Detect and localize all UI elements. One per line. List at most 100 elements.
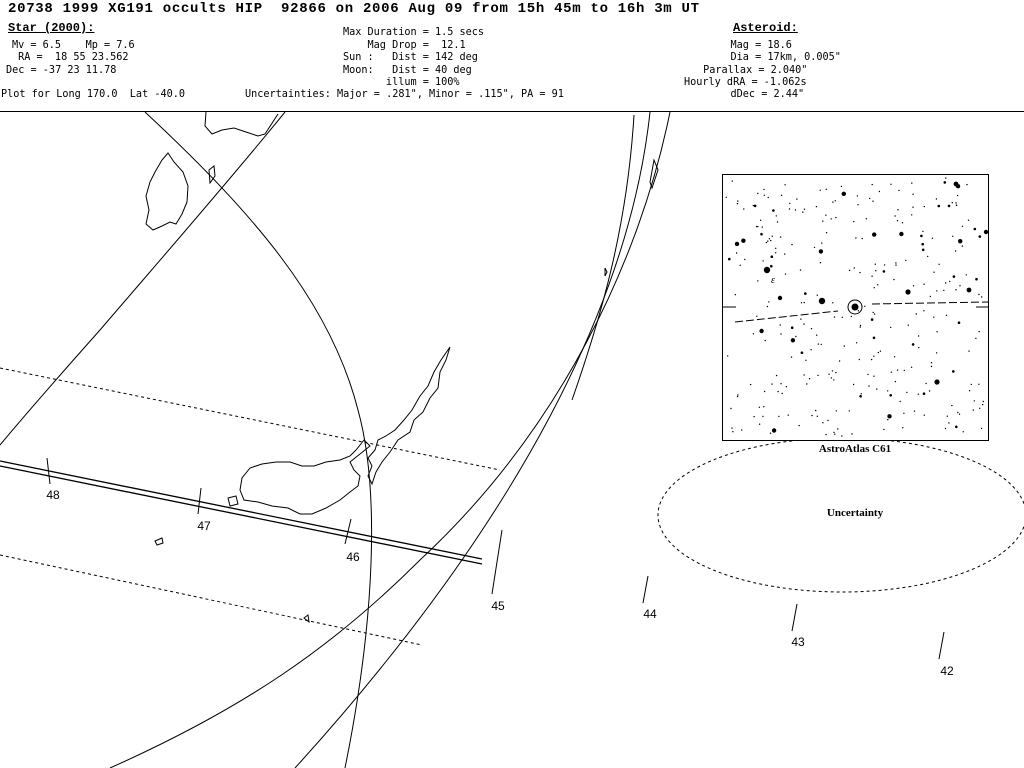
background-star (815, 206, 818, 208)
background-star (931, 237, 934, 239)
background-star (958, 413, 961, 415)
background-star (878, 190, 881, 193)
background-star (798, 424, 800, 427)
background-star (957, 411, 959, 414)
background-star (955, 425, 958, 429)
background-star (851, 433, 853, 435)
background-star (818, 249, 824, 254)
background-star (887, 390, 889, 392)
background-star (811, 414, 813, 417)
time-tick-label-47: 47 (197, 519, 211, 533)
background-star (859, 324, 862, 327)
background-star (954, 250, 957, 252)
mag-drop: Mag Drop = 12.1 (343, 40, 466, 51)
background-star (764, 339, 766, 342)
background-star (775, 247, 777, 249)
background-star (859, 395, 862, 398)
background-star (870, 318, 874, 321)
background-star (831, 370, 834, 372)
background-star (913, 410, 916, 412)
background-star (739, 264, 741, 266)
background-star (784, 184, 786, 186)
background-star (759, 328, 764, 334)
background-star (883, 428, 885, 431)
background-star (833, 431, 835, 434)
background-star (841, 191, 846, 196)
background-star (827, 419, 829, 422)
background-star (808, 378, 811, 380)
background-star (952, 370, 955, 373)
time-tick-mark-47 (197, 487, 202, 515)
star-field (725, 177, 989, 437)
background-star (980, 427, 983, 430)
background-star (825, 232, 828, 234)
background-star (813, 246, 816, 249)
background-star (897, 209, 899, 211)
background-star (898, 189, 900, 192)
background-star (850, 315, 852, 318)
background-star (819, 262, 822, 264)
background-star (770, 255, 774, 258)
background-star (800, 318, 802, 320)
background-star (771, 383, 773, 385)
background-star (910, 366, 913, 368)
background-star (921, 242, 924, 246)
background-star (930, 362, 933, 364)
background-star (889, 394, 892, 397)
star-chart-greek-label: ε (771, 275, 775, 286)
background-star (948, 422, 950, 424)
background-star (920, 234, 923, 238)
background-star (776, 221, 779, 223)
background-star (795, 335, 797, 338)
background-star (912, 193, 914, 195)
background-star (896, 220, 899, 222)
background-star (837, 428, 839, 430)
background-star (731, 180, 733, 182)
background-star (871, 183, 873, 186)
background-star (803, 323, 805, 325)
background-star (894, 380, 897, 383)
background-star (970, 383, 972, 386)
background-star (825, 188, 827, 190)
background-star (791, 243, 793, 246)
background-star (978, 330, 980, 333)
background-star (772, 209, 775, 212)
header-rule (0, 111, 1024, 112)
background-star (725, 196, 727, 198)
background-star (817, 343, 819, 345)
background-star (753, 204, 757, 208)
background-star (868, 385, 870, 387)
background-star (840, 185, 843, 188)
background-star (803, 208, 806, 210)
background-star (805, 359, 807, 361)
background-star (968, 390, 971, 392)
background-star (757, 225, 759, 228)
background-star (895, 262, 897, 264)
background-star (936, 290, 938, 292)
background-star (972, 409, 974, 411)
background-star (803, 301, 805, 304)
background-star (817, 374, 819, 377)
background-star (978, 293, 980, 296)
background-star (830, 218, 832, 220)
background-star (752, 204, 754, 207)
time-tick-mark-42 (938, 631, 945, 660)
background-star (923, 283, 925, 285)
star-chart-caption: AstroAtlas C61 (819, 443, 891, 455)
background-star (841, 316, 843, 318)
background-star (771, 235, 773, 237)
background-star (899, 231, 904, 237)
background-star (743, 208, 745, 210)
background-star (887, 414, 892, 419)
background-star (973, 227, 977, 231)
background-star (927, 255, 929, 258)
background-star (803, 374, 805, 376)
background-star (736, 395, 739, 398)
uncertainties: Uncertainties: Major = .281", Minor = .1… (245, 89, 564, 100)
background-star (982, 400, 984, 403)
background-star (929, 295, 931, 298)
star-dec: Dec = -37 23 11.78 (6, 65, 117, 76)
background-star (806, 383, 808, 385)
background-star (979, 407, 981, 409)
background-star (737, 200, 739, 202)
